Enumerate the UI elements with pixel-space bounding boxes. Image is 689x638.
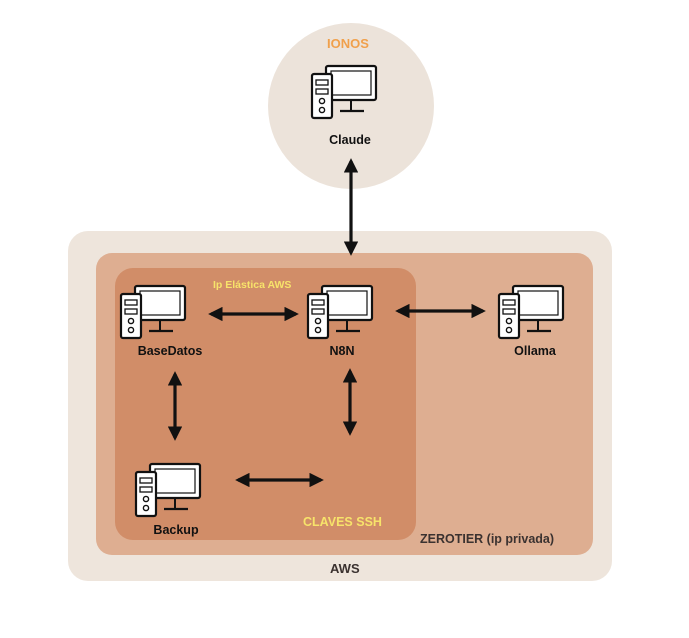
elastic-ip-label: Ip Elástica AWS: [213, 279, 292, 291]
ionos-region-label: IONOS: [327, 36, 369, 51]
basedatos-computer-icon: [119, 284, 187, 340]
aws-region-label: AWS: [330, 561, 360, 576]
backup-computer-icon: [134, 462, 202, 518]
node-label-claude: Claude: [329, 133, 371, 147]
n8n-computer-icon: [306, 284, 374, 340]
node-label-backup: Backup: [153, 523, 199, 537]
node-label-ollama: Ollama: [514, 344, 556, 358]
zerotier-region-label: ZEROTIER (ip privada): [420, 532, 555, 546]
node-label-n8n: N8N: [329, 344, 355, 358]
ollama-computer-icon: [497, 284, 565, 340]
node-label-basedatos: BaseDatos: [137, 344, 203, 358]
claude-computer-icon: [310, 64, 378, 120]
ssh-region-label: CLAVES SSH: [303, 515, 382, 529]
